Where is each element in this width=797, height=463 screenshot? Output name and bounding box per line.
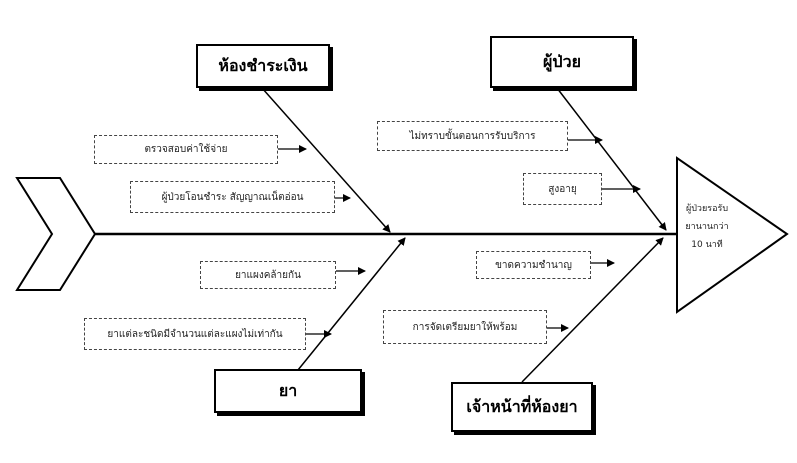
cause-lack-expertise-label: ขาดความชำนาญ: [495, 259, 572, 271]
tail-chevron: [15, 177, 97, 291]
category-patient: ผู้ป่วย: [490, 36, 634, 88]
category-patient-label: ผู้ป่วย: [543, 51, 581, 71]
cause-unaware-process: ไม่ทราบขั้นตอนการรับบริการ: [377, 121, 568, 151]
category-medicine-label: ยา: [278, 380, 298, 400]
cause-transfer-signal-label: ผู้ป่วยโอนชำระ สัญญาณเน็ตอ่อน: [161, 191, 304, 203]
category-payment-room-label: ห้องชำระเงิน: [218, 55, 308, 75]
category-medicine: ยา: [214, 369, 362, 413]
category-pharmacy-staff: เจ้าหน้าที่ห้องยา: [451, 382, 593, 432]
cause-varied-quantities: ยาแต่ละชนิดมีจำนวนแต่ละแผงไม่เท่ากัน: [84, 318, 306, 350]
category-pharmacy-staff-label: เจ้าหน้าที่ห้องยา: [466, 396, 578, 416]
bone-payment-room: [261, 87, 391, 233]
category-payment-room: ห้องชำระเงิน: [196, 44, 330, 88]
effect-line-1: ผู้ป่วยรอรับ: [685, 204, 729, 214]
bone-patient: [556, 87, 667, 231]
cause-similar-drugs-label: ยาแผงคล้ายกัน: [235, 269, 301, 281]
cause-elderly: สูงอายุ: [523, 173, 602, 205]
cause-varied-quantities-label: ยาแต่ละชนิดมีจำนวนแต่ละแผงไม่เท่ากัน: [107, 328, 283, 340]
effect-line-3: 10 นาที: [691, 240, 723, 250]
cause-elderly-label: สูงอายุ: [548, 183, 577, 195]
cause-transfer-signal: ผู้ป่วยโอนชำระ สัญญาณเน็ตอ่อน: [130, 181, 335, 213]
effect-line-2: ยานานกว่า: [685, 222, 729, 232]
effect-text: ผู้ป่วยรอรับ ยานานกว่า 10 นาที: [678, 200, 736, 254]
cause-check-expenses: ตรวจสอบค่าใช้จ่าย: [94, 135, 278, 164]
bone-medicine: [297, 237, 406, 371]
bone-pharmacy-staff: [521, 237, 664, 383]
cause-similar-drugs: ยาแผงคล้ายกัน: [200, 261, 336, 289]
effect-head: [676, 156, 789, 314]
cause-not-prepared: การจัดเตรียมยาให้พร้อม: [383, 310, 547, 344]
cause-check-expenses-label: ตรวจสอบค่าใช้จ่าย: [144, 144, 228, 155]
cause-unaware-process-label: ไม่ทราบขั้นตอนการรับบริการ: [409, 130, 536, 142]
cause-lack-expertise: ขาดความชำนาญ: [476, 251, 591, 279]
cause-not-prepared-label: การจัดเตรียมยาให้พร้อม: [412, 321, 518, 333]
